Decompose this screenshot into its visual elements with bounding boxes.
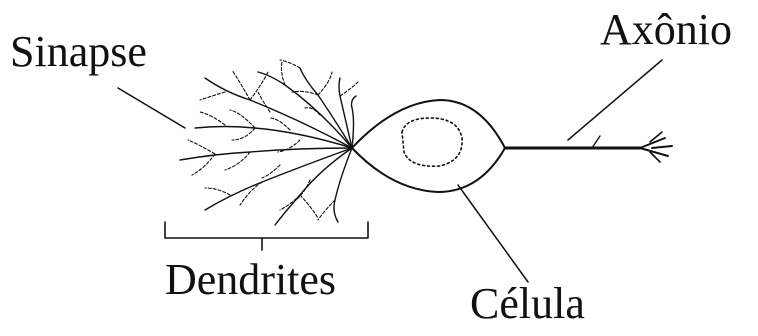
soma-outline [352,100,505,192]
label-celula: Célula [470,282,585,326]
label-dendrites: Dendrites [165,258,336,302]
label-axonio: Axônio [600,8,732,52]
cell-body [352,100,505,192]
dendrites-bracket [165,222,368,238]
celula-leader-line [458,185,528,282]
axonio-leader-line [568,60,662,140]
sinapse-leader-line [118,88,185,128]
axon [505,132,672,162]
nucleus-outline [402,118,462,166]
dendrites-tree [180,60,358,225]
label-sinapse: Sinapse [10,30,147,74]
